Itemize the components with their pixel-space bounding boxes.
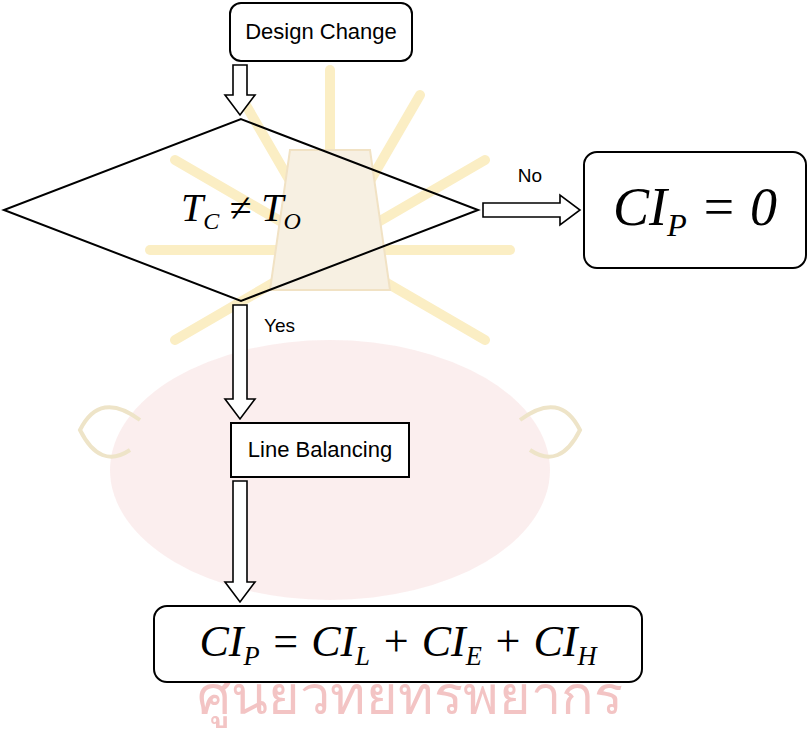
process-box: Line Balancing [230, 422, 410, 478]
formula-text: CIP = CIL + CIE + CIH [199, 616, 596, 672]
formula-text: TC ≠ TO [181, 184, 301, 235]
node-text: Line Balancing [248, 437, 392, 463]
formula-text: CIP = 0 [613, 176, 777, 244]
edge-label: Yes [262, 315, 297, 337]
block-arrow [225, 481, 255, 602]
edge-label: No [516, 165, 544, 187]
node-text: Design Change [245, 19, 397, 45]
emblem-rays [150, 70, 510, 340]
block-arrow [483, 195, 580, 225]
block-arrow [225, 65, 255, 115]
block-arrow [225, 305, 255, 419]
emblem-base [110, 340, 550, 600]
formula-box: CIP = CIL + CIE + CIH [153, 605, 643, 683]
result-box: CIP = 0 [583, 151, 807, 269]
emblem-body [270, 150, 390, 290]
decision-diamond: TC ≠ TO [2, 118, 480, 302]
start-box: Design Change [229, 2, 413, 62]
